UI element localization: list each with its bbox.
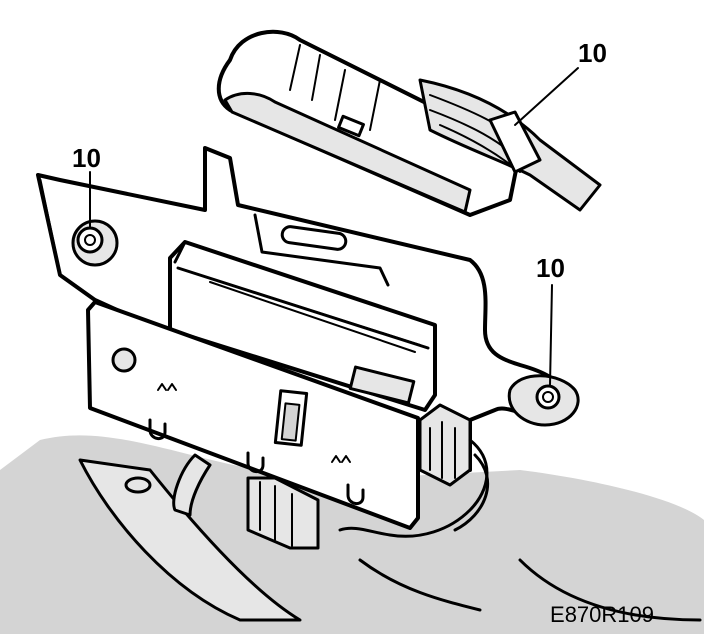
callout-label-left-nut: 10 [72,143,101,173]
harness-clip [488,110,542,174]
right-nut-center [542,391,554,403]
bracket-recess [253,213,390,287]
module-side-plug [348,365,416,405]
harness-plug-lip [223,92,472,214]
bottom-connector-ribs [259,481,293,547]
harness-wire-2 [453,453,490,532]
plate-clip-inner [280,402,301,442]
plate-slot-3 [346,483,365,505]
module-box-ribs [199,274,421,353]
harness-callout-leader [514,67,579,126]
harness-plug-detail [289,44,381,131]
lower-right-pipe [358,558,482,612]
bottom-pipe-end [124,476,152,494]
bottom-connector [246,476,320,550]
plate-mark-2 [331,455,351,463]
bracket-slot [280,225,348,251]
bottom-pipe [172,453,212,517]
bracket-edge [38,178,62,277]
front-plate [86,300,420,530]
callout-label-harness: 10 [578,38,607,68]
right-callout-leader [549,284,553,386]
right-connector-ribs [429,421,456,479]
callout-label-right-nut: 10 [536,253,565,283]
plate-hole [111,347,137,373]
figure-code: E870R109 [550,602,654,627]
plate-mark-1 [157,383,177,391]
right-connector [418,403,472,487]
right-nut [535,384,561,410]
plate-slot-2 [246,451,265,473]
plate-slot-1 [148,418,167,440]
lower-curve [518,558,702,622]
harness-plug-latch [337,114,365,138]
left-nut-center [84,234,96,246]
left-nut [76,226,104,254]
